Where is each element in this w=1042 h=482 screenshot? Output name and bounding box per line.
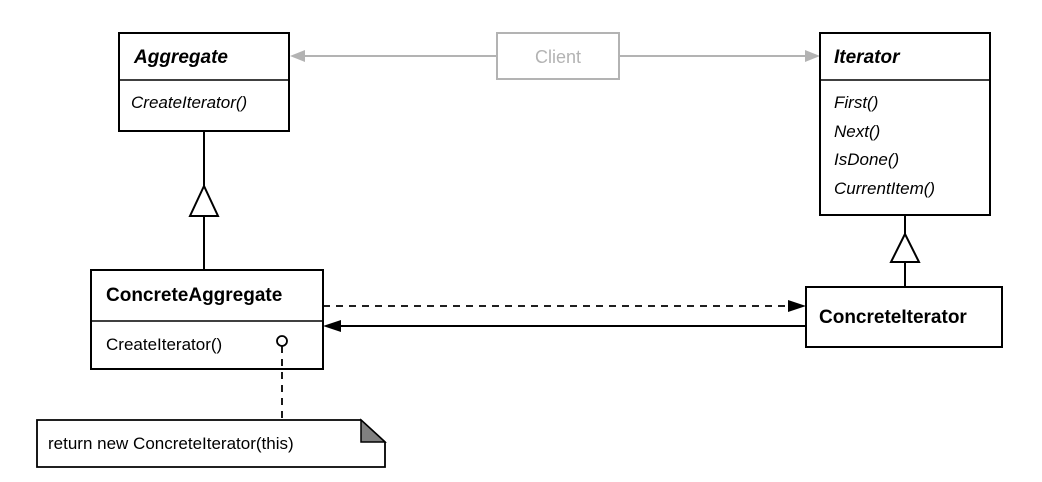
iterator-operation: First() <box>834 93 878 112</box>
client-to-aggregate-arrowhead <box>290 50 305 62</box>
iterator-class: Iterator First() Next() IsDone() Current… <box>819 32 991 216</box>
concrete-iterator-class: ConcreteIterator <box>805 286 1003 348</box>
concrete-aggregate-class: ConcreteAggregate CreateIterator() <box>90 269 324 370</box>
creates-arrowhead <box>788 300 806 312</box>
concrete-iterator-name: ConcreteIterator <box>819 307 967 328</box>
iterator-inheritance <box>889 215 921 287</box>
creates-dependency <box>323 300 806 312</box>
aggregate-operation: CreateIterator() <box>131 93 247 112</box>
concrete-aggregate-name: ConcreteAggregate <box>106 285 282 306</box>
aggregate-generalization-arrowhead <box>188 183 220 217</box>
iterator-operation: CurrentItem() <box>834 179 935 198</box>
iterator-name: Iterator <box>834 47 901 68</box>
iterator-operation: IsDone() <box>834 150 899 169</box>
association-arrowhead <box>323 320 341 332</box>
implementation-note: return new ConcreteIterator(this) <box>36 418 387 468</box>
note-anchor-circle-icon <box>276 335 288 347</box>
client-label: Client <box>535 47 581 67</box>
aggregate-inheritance <box>188 131 220 270</box>
aggregate-association <box>323 320 806 332</box>
aggregate-name: Aggregate <box>133 47 228 68</box>
note-fold-icon <box>360 418 387 443</box>
iterator-generalization-arrowhead <box>889 231 921 263</box>
concrete-aggregate-operation: CreateIterator() <box>106 335 222 354</box>
client-to-iterator-arrowhead <box>805 50 820 62</box>
client-box: Client <box>496 32 620 80</box>
aggregate-class: Aggregate CreateIterator() <box>118 32 290 132</box>
iterator-operation: Next() <box>834 122 880 141</box>
note-text: return new ConcreteIterator(this) <box>48 434 294 453</box>
client-associations <box>290 50 820 62</box>
